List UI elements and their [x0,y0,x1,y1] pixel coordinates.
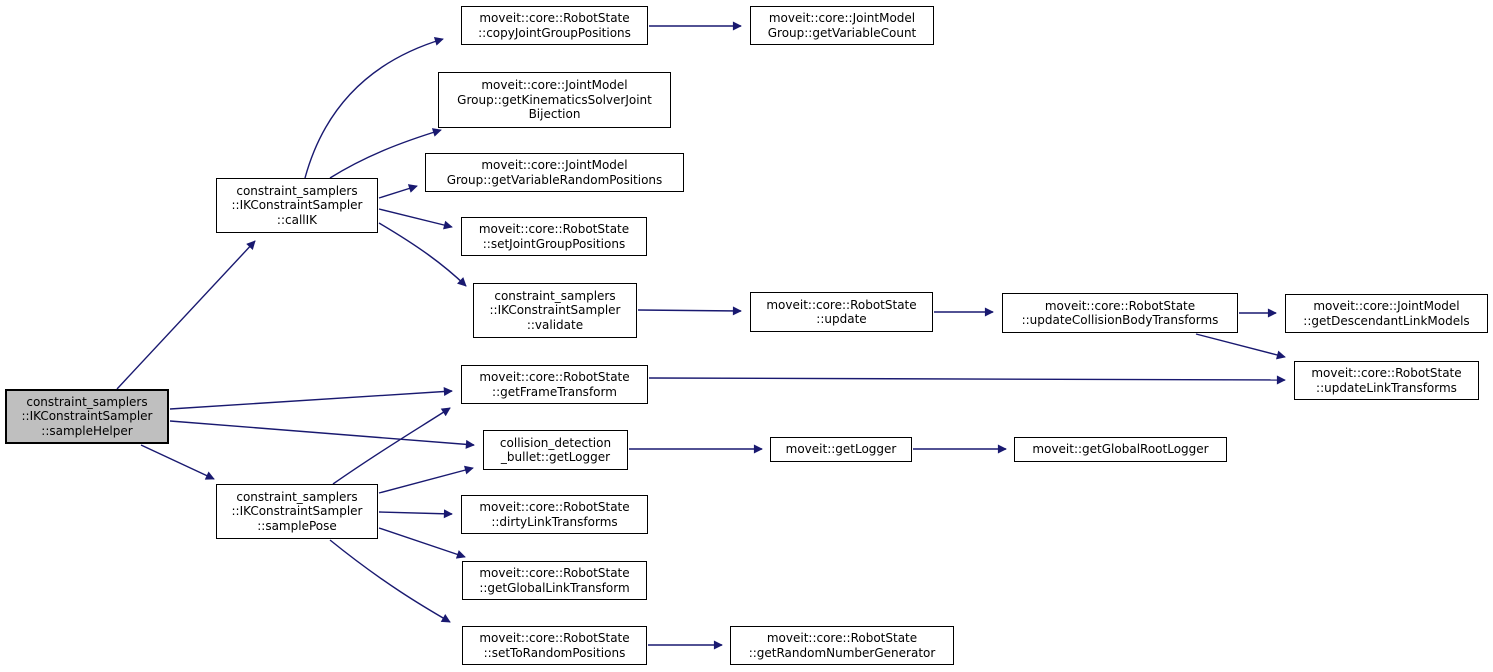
node-get-random-number-generator[interactable]: moveit::core::RobotState ::getRandomNumb… [730,626,954,665]
node-sample-pose[interactable]: constraint_samplers ::IKConstraintSample… [216,484,378,539]
node-bullet-get-logger[interactable]: collision_detection _bullet::getLogger [483,430,628,470]
edge-callik-validate [378,222,467,287]
edge-samplepose-bulletgetlogger [378,465,474,494]
edge-getframetransform-updatelinktransforms [648,375,1286,385]
node-get-global-link-transform[interactable]: moveit::core::RobotState ::getGlobalLink… [462,561,647,600]
edge-samplepose-getgloballinktransform [378,527,466,559]
edge-samplehelper-samplepose [140,444,215,480]
node-get-kinematics-solver-joint-bijection[interactable]: moveit::core::JointModel Group::getKinem… [438,72,671,128]
edge-samplehelper-callik [116,240,256,390]
edge-samplepose-dirtylinktransforms [378,509,453,519]
edge-validate-update [637,306,742,316]
node-sample-helper: constraint_samplers ::IKConstraintSample… [5,389,169,444]
edge-callik-setjointgrouppositions [378,208,453,230]
node-call-ik[interactable]: constraint_samplers ::IKConstraintSample… [216,178,378,233]
node-copy-joint-group-positions[interactable]: moveit::core::RobotState ::copyJointGrou… [461,6,648,45]
edge-samplepose-getframetransform [332,407,451,485]
node-moveit-get-logger[interactable]: moveit::getLogger [770,437,912,462]
edge-samplehelper-bulletgetlogger [169,420,475,449]
edge-samplepose-settorandompositions [329,539,451,623]
edge-callik-getkinematicssolverjointbijection [329,128,442,179]
node-get-descendant-link-models[interactable]: moveit::core::JointModel ::getDescendant… [1285,294,1488,333]
node-get-variable-random-positions[interactable]: moveit::core::JointModel Group::getVaria… [425,153,684,192]
node-update-link-transforms[interactable]: moveit::core::RobotState ::updateLinkTra… [1294,361,1479,400]
edge-callik-getvariablerandompositions [378,184,418,199]
edge-samplehelper-getframetransform [169,387,453,410]
node-get-variable-count[interactable]: moveit::core::JointModel Group::getVaria… [750,6,934,45]
edge-updatecollisionbodytransforms-updatelinktransforms [1195,333,1286,360]
edge-callik-copyjointgrouppositions [304,37,444,179]
node-update[interactable]: moveit::core::RobotState ::update [750,292,933,332]
node-dirty-link-transforms[interactable]: moveit::core::RobotState ::dirtyLinkTran… [461,495,648,534]
node-validate[interactable]: constraint_samplers ::IKConstraintSample… [473,283,637,338]
node-get-global-root-logger[interactable]: moveit::getGlobalRootLogger [1014,437,1227,462]
node-set-to-random-positions[interactable]: moveit::core::RobotState ::setToRandomPo… [462,626,647,665]
node-set-joint-group-positions[interactable]: moveit::core::RobotState ::setJointGroup… [461,217,647,256]
node-update-collision-body-transforms[interactable]: moveit::core::RobotState ::updateCollisi… [1002,293,1238,333]
node-get-frame-transform[interactable]: moveit::core::RobotState ::getFrameTrans… [461,365,648,404]
